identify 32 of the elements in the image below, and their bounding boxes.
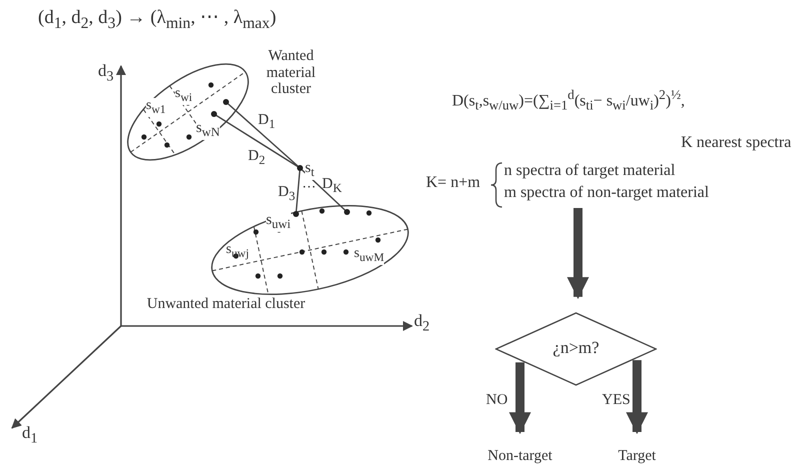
block-arrow: [626, 360, 648, 434]
result-label: Target: [597, 448, 677, 464]
ellipsis-text: ⋯: [302, 180, 316, 196]
point-label: s$_{w1}$: [146, 98, 166, 117]
data-point: [223, 99, 229, 105]
equation-text: K= n+m: [426, 174, 480, 192]
point-label: s$_{uwi}$: [266, 212, 291, 232]
result-label: Non-target: [470, 448, 570, 464]
point-label: s$_{wN}$: [196, 120, 220, 140]
condition-text: n spectra of target material: [504, 162, 676, 180]
distance-line: [300, 167, 348, 213]
edge-label: YES: [602, 392, 630, 408]
edge-label: D$_{1}$: [258, 112, 276, 132]
title-formula: (d$_{1}$, d$_{2}$, d$_{3}$) → (λ$_{min}$, ⋯ , λ$_{max}$): [38, 8, 276, 32]
cluster-label: Unwanted material cluster: [146, 296, 306, 312]
data-point: [344, 209, 350, 215]
edge-label: D$_{2}$: [248, 148, 266, 168]
point-label: s$_{uwj}$: [226, 242, 249, 261]
axis-label: d$_{1}$: [22, 424, 38, 447]
decision-text: ¿n>m?: [552, 339, 600, 358]
edge-label: D$_{K}$: [322, 176, 342, 196]
edge-label: NO: [486, 392, 508, 408]
block-arrow: [567, 208, 589, 300]
distance-formula: D(s$_{t}$,s$_{w/uw}$)=(∑$_{i=1}$$^{d}$(s$_{ti}$− s$_{wi}$/uw$_{i}$)$^{2}$)$^{½}$,: [452, 88, 685, 114]
axis-label: d$_{3}$: [98, 62, 114, 85]
cluster-label: Wanted material cluster: [265, 48, 317, 98]
distance-line: [214, 113, 300, 169]
axis-label: d$_{2}$: [414, 312, 430, 335]
block-arrow: [509, 362, 531, 434]
edge-label: D$_{3}$: [278, 184, 296, 204]
caption-text: K nearest spectra: [681, 134, 792, 152]
condition-text: m spectra of non-target material: [504, 184, 709, 202]
